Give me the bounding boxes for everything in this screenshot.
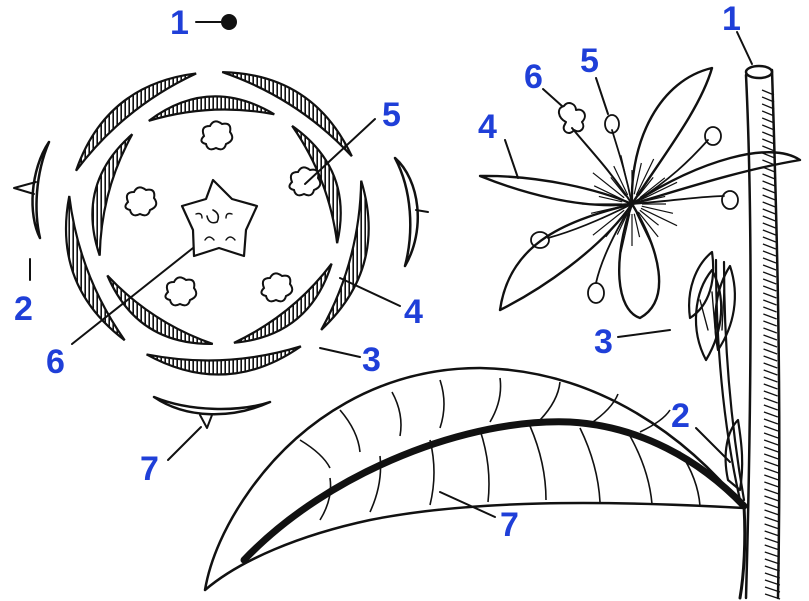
- label-pistil: 6: [524, 58, 543, 96]
- calyx: [689, 252, 735, 360]
- petal-arc: [149, 96, 274, 120]
- label-leaf: 7: [500, 506, 519, 544]
- leaf: [205, 368, 744, 590]
- label-axis: 1: [722, 0, 741, 38]
- sepal-arc: [76, 73, 196, 170]
- stamen-blob: [125, 187, 156, 215]
- pistil: [559, 103, 632, 204]
- sepal-arc: [147, 346, 301, 374]
- label-bracteole: 2: [671, 397, 690, 435]
- label-bract: 7: [140, 450, 159, 488]
- pistil: [182, 180, 257, 256]
- label-petal: 4: [404, 293, 423, 331]
- label-axis: 1: [170, 4, 189, 42]
- axis-dot: [221, 14, 237, 30]
- stamen-blob: [261, 273, 292, 301]
- stamen-blob: [165, 277, 196, 305]
- floral-diagram: 1 2 5 4 3 6 7: [14, 4, 428, 488]
- petal-arc: [107, 275, 212, 343]
- label-sepal: 3: [594, 323, 613, 361]
- bracteole-right: [395, 158, 418, 266]
- stamen-blob: [289, 167, 320, 195]
- bract: [154, 397, 270, 414]
- corolla: [480, 68, 800, 318]
- label-petal: 4: [478, 108, 497, 146]
- label-sepal: 3: [362, 341, 381, 379]
- label-stamen: 5: [382, 96, 401, 134]
- sepal-arc: [222, 72, 352, 156]
- bracteole-left: [33, 142, 49, 238]
- label-pistil: 6: [46, 343, 65, 381]
- label-stamen: 5: [580, 42, 599, 80]
- stem: [746, 66, 780, 599]
- sepal-ring: [66, 72, 369, 374]
- label-bracteole: 2: [14, 290, 33, 328]
- stamen-blob: [201, 121, 232, 149]
